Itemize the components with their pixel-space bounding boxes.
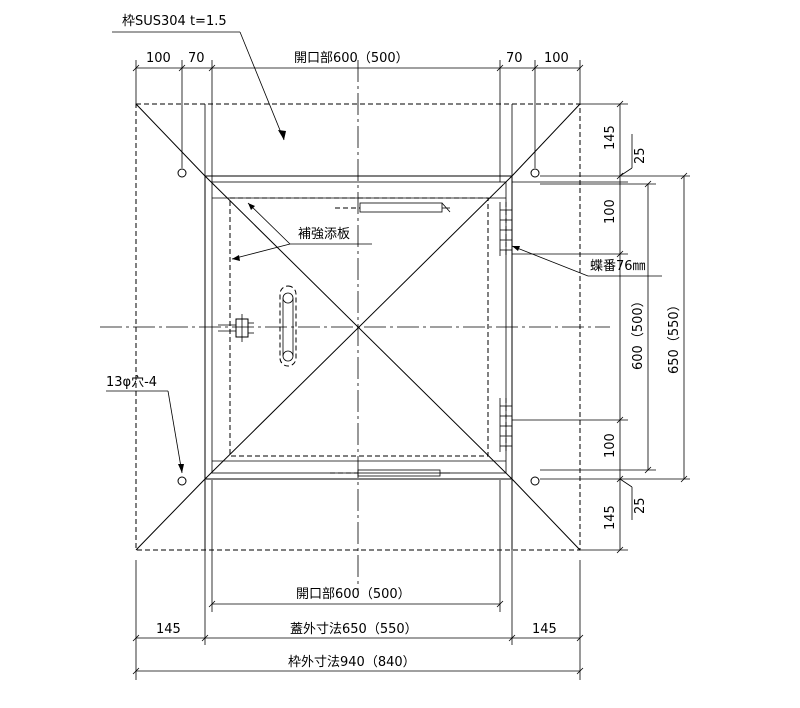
leader-reinforcement: 補強添板 — [231, 202, 372, 261]
label-reinforcement: 補強添板 — [298, 227, 350, 242]
dim-right-top-145: 145 — [603, 125, 618, 150]
dim-bottom-left-145: 145 — [156, 622, 181, 637]
hole-top-right — [530, 168, 540, 178]
label-frame-material: 枠SUS304 t=1.5 — [122, 14, 227, 29]
dim-top-opening: 開口部600（500） — [294, 51, 409, 66]
dim-right-bottom-100: 100 — [603, 433, 618, 458]
dim-right-opening-600: 600（500） — [631, 294, 646, 370]
label-hinge: 蝶番76㎜ — [590, 259, 646, 274]
reinforcement-plate-bottom — [330, 469, 450, 477]
hole-bottom-right — [530, 476, 540, 486]
label-holes: 13φ穴-4 — [106, 375, 157, 390]
right-dimensions: 145 25 100 600（500） 650（550） 100 25 145 — [512, 100, 690, 554]
cover-lid — [204, 175, 513, 480]
hinge-bottom — [499, 398, 512, 452]
top-dimensions: 100 70 開口部600（500） 70 100 — [132, 51, 584, 182]
center-lines — [100, 60, 610, 590]
hole-top-left — [177, 168, 187, 178]
dim-top-left-100: 100 — [146, 51, 171, 66]
dim-top-right-100: 100 — [544, 51, 569, 66]
dim-bottom-opening: 開口部600（500） — [296, 587, 411, 602]
dim-right-top-100: 100 — [603, 199, 618, 224]
dim-right-top-25: 25 — [633, 147, 648, 164]
dim-right-bottom-25: 25 — [633, 497, 648, 514]
leader-frame-material: 枠SUS304 t=1.5 — [112, 14, 286, 141]
dim-top-left-70: 70 — [188, 51, 205, 66]
slot-handle — [279, 285, 297, 367]
bottom-dimensions: 開口部600（500） 145 蓋外寸法650（550） 145 枠外寸法940… — [132, 480, 584, 680]
leader-hinge: 蝶番76㎜ — [511, 245, 662, 277]
reinforcement-plate-top — [335, 202, 451, 213]
dim-right-cover-650: 650（550） — [667, 298, 682, 374]
dim-bottom-right-145: 145 — [532, 622, 557, 637]
leader-holes: 13φ穴-4 — [106, 375, 184, 474]
latch-handle — [218, 314, 254, 342]
dim-bottom-cover: 蓋外寸法650（550） — [290, 622, 418, 637]
hinge-top — [499, 202, 512, 256]
dim-right-bottom-145: 145 — [603, 505, 618, 530]
dim-top-right-70: 70 — [506, 51, 523, 66]
mounting-holes — [177, 168, 540, 486]
dim-bottom-frame: 枠外寸法940（840） — [288, 655, 416, 670]
hole-bottom-left — [177, 476, 187, 486]
